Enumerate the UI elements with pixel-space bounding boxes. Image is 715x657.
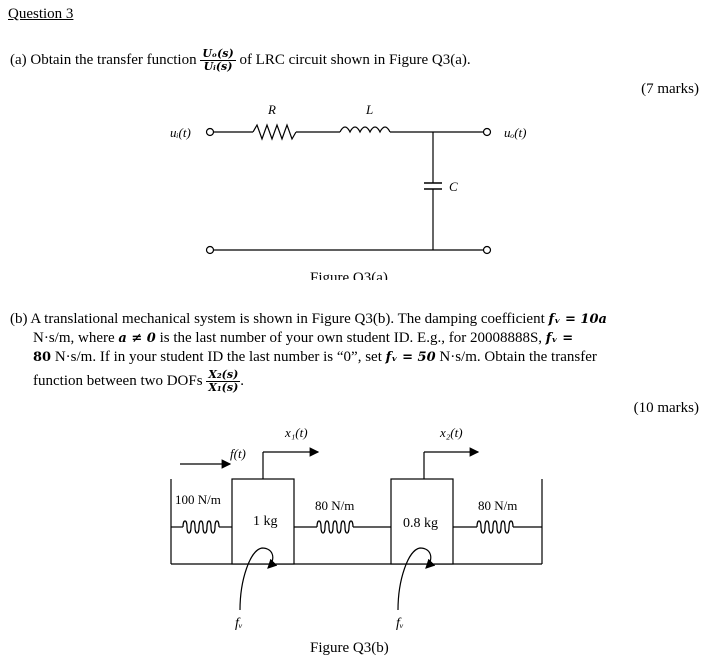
damping-curl-1 (239, 547, 278, 611)
part-a-fraction-denominator: Uᵢ(s) (203, 60, 233, 73)
part-b-math-1: fᵥ = 10a (548, 312, 607, 327)
mechanical-diagram: x₁(t) x₂(t) f(t) 100 N/m 80 N/m 80 N/m 1… (170, 425, 543, 656)
part-a-prefix: (a) Obtain the transfer function (10, 51, 197, 68)
output-terminal-bottom (482, 245, 492, 255)
label-ui: uᵢ(t) (170, 125, 191, 140)
part-b-text-2a: N·s/m, where (33, 330, 115, 346)
part-b-line-3: 80 N·s/m. If in your student ID the last… (10, 348, 700, 367)
part-b-line-2: N·s/m, where a ≠ 0 is the last number of… (10, 329, 700, 348)
label-l: L (365, 102, 373, 117)
input-terminal-top (205, 127, 215, 137)
label-k1: 100 N/m (175, 492, 221, 507)
part-b-text-2b: is the last number of your own student I… (159, 330, 543, 346)
label-ft: f(t) (230, 446, 246, 461)
part-b-math-3b: fᵥ = 50 (385, 350, 436, 365)
part-a-suffix: of LRC circuit shown in Figure Q3(a). (239, 51, 471, 68)
caption-b: Figure Q3(b) (310, 640, 389, 656)
part-b-text-4a: function between two DOFs (33, 372, 203, 389)
part-b-math-2b: fᵥ = (545, 331, 574, 346)
part-a-fraction: Uₒ(s) Uᵢ(s) (200, 47, 236, 73)
damping-curl-2 (397, 547, 436, 611)
part-b-math-3a: 80 (33, 350, 52, 365)
label-m1: 1 kg (253, 514, 278, 529)
part-b-math-2a: a ≠ 0 (118, 331, 156, 346)
part-a-question: (a) Obtain the transfer function Uₒ(s) U… (10, 48, 471, 73)
part-a-marks: (7 marks) (641, 81, 699, 97)
caption-a: Figure Q3(a) (310, 270, 388, 280)
label-k2: 80 N/m (315, 498, 354, 513)
part-b-text-3a: N·s/m. If in your student ID the last nu… (54, 349, 382, 365)
label-fv1: fᵥ (235, 616, 243, 631)
part-b-text-3b: N·s/m. Obtain the transfer (439, 349, 597, 365)
label-c: C (449, 179, 458, 194)
question-heading: Question 3 (8, 6, 74, 22)
label-m2: 0.8 kg (403, 516, 438, 531)
resistor (252, 123, 297, 141)
part-b-fraction: X₂(s) X₁(s) (206, 368, 241, 394)
part-b-fraction-numerator: X₂(s) (206, 368, 241, 382)
label-r: R (267, 102, 276, 117)
label-x1: x₁(t) (284, 425, 308, 440)
mass-2 (390, 478, 454, 565)
part-b-text-1: (b) A translational mechanical system is… (10, 311, 545, 327)
part-a-fraction-numerator: Uₒ(s) (200, 47, 236, 61)
spring-1 (182, 520, 220, 534)
mass-1 (231, 478, 295, 565)
part-b-text-4b: . (240, 372, 245, 389)
part-b-marks: (10 marks) (633, 400, 699, 416)
part-b-line-1: (b) A translational mechanical system is… (10, 310, 700, 329)
part-b-line-4: function between two DOFs X₂(s) X₁(s) . (10, 369, 700, 394)
label-k3: 80 N/m (478, 498, 517, 513)
inductor (339, 126, 391, 134)
label-uo: uₒ(t) (504, 125, 526, 140)
input-terminal-bottom (205, 245, 215, 255)
label-fv2: fᵥ (396, 616, 404, 631)
circuit-diagram: R L C uᵢ(t) uₒ(t) Figure Q3(a) (170, 102, 526, 280)
label-x2: x₂(t) (439, 425, 463, 440)
spring-2 (316, 520, 354, 534)
part-b-question: (b) A translational mechanical system is… (10, 310, 700, 394)
part-b-fraction-denominator: X₁(s) (208, 381, 239, 394)
spring-3 (476, 520, 514, 534)
output-terminal-top (482, 127, 492, 137)
